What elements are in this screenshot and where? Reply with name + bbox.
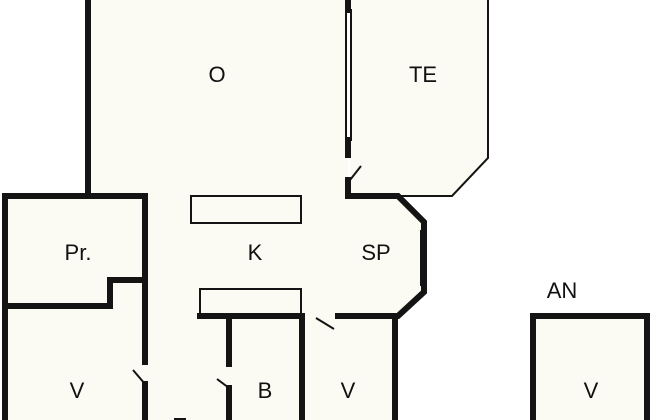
v-left-room-fill	[5, 280, 145, 420]
room-label-an: AN	[547, 278, 578, 303]
kitchen-counter-bottom	[199, 288, 302, 317]
room-label-v-right: V	[584, 378, 599, 403]
door-swing-b	[216, 378, 230, 389]
kitchen-counter-top	[190, 195, 302, 224]
wall-v-right	[530, 313, 650, 420]
terrace-fill	[350, 0, 488, 196]
door-swing-v-mid	[315, 317, 335, 330]
room-label-k: K	[248, 240, 263, 265]
terrace-outline	[398, 0, 489, 197]
room-label-b: B	[258, 378, 273, 403]
room-label-sp: SP	[361, 240, 390, 265]
v-right-room-fill	[533, 316, 647, 420]
door-swing-terrace	[349, 165, 362, 181]
door-swing-v-left	[132, 369, 146, 385]
room-label-o: O	[208, 62, 225, 87]
room-label-pr: Pr.	[65, 240, 92, 265]
room-label-v-left: V	[70, 378, 85, 403]
wall-pr-right	[5, 193, 148, 309]
room-label-v-mid: V	[341, 378, 356, 403]
room-label-te: TE	[409, 62, 437, 87]
window-strip	[345, 9, 352, 141]
